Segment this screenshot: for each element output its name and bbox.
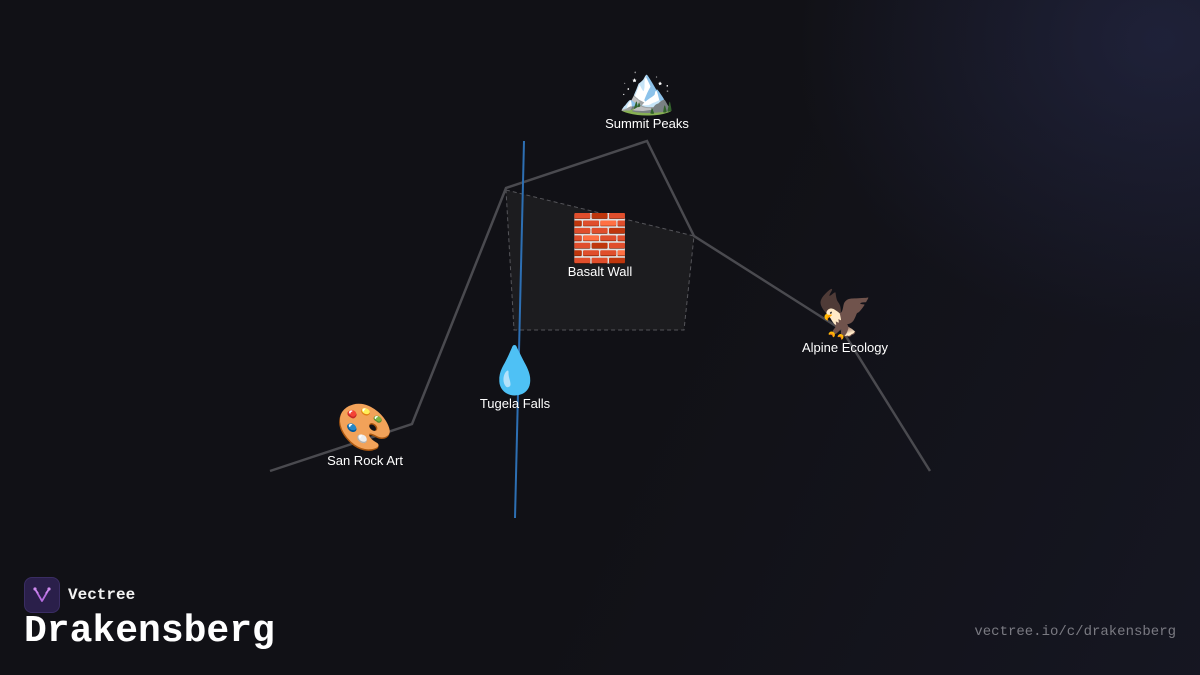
poi-tugela-falls[interactable]: 💧 Tugela Falls bbox=[480, 344, 550, 411]
brand-name: Vectree bbox=[68, 586, 136, 604]
poi-basalt-wall[interactable]: 🧱 Basalt Wall bbox=[568, 212, 633, 279]
page-url-link[interactable]: vectree.io/c/drakensberg bbox=[974, 624, 1176, 640]
poi-label: Tugela Falls bbox=[479, 396, 551, 411]
poi-alpine-ecology[interactable]: 🦅 Alpine Ecology bbox=[802, 288, 888, 355]
palette-icon: 🎨 bbox=[336, 400, 394, 454]
poi-label: Basalt Wall bbox=[567, 264, 633, 279]
poi-label: San Rock Art bbox=[327, 453, 403, 468]
brick-icon: 🧱 bbox=[571, 211, 629, 265]
vectree-logo-icon bbox=[24, 577, 60, 613]
poi-summit-peaks[interactable]: 🏔️ Summit Peaks bbox=[605, 64, 689, 131]
poi-san-rock-art[interactable]: 🎨 San Rock Art bbox=[327, 401, 403, 468]
water-drop-icon: 💧 bbox=[486, 343, 544, 397]
basalt-wall-region[interactable] bbox=[505, 189, 695, 331]
page-title: Drakensberg bbox=[24, 610, 275, 653]
poi-label: Alpine Ecology bbox=[802, 340, 888, 355]
trail-path bbox=[269, 139, 932, 473]
brand-block[interactable]: Vectree bbox=[24, 577, 135, 613]
eagle-icon: 🦅 bbox=[816, 287, 874, 341]
mountain-icon: 🏔️ bbox=[618, 63, 676, 117]
river-line bbox=[514, 140, 525, 519]
poi-label: Summit Peaks bbox=[605, 116, 689, 131]
